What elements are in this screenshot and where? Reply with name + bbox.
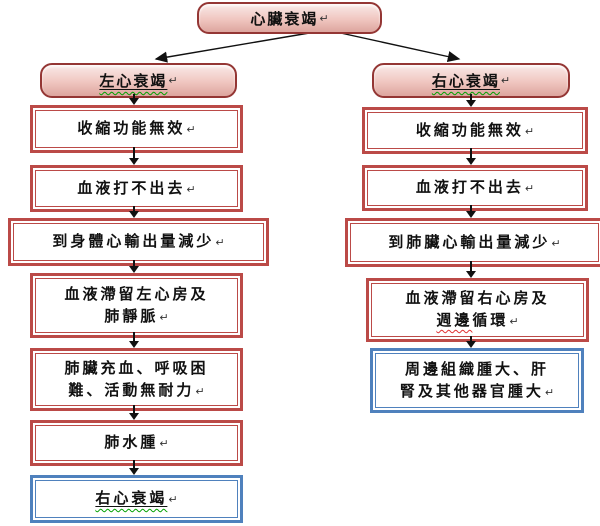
- right-branch-label: 右心衰竭: [431, 72, 500, 90]
- left-branch-label: 左心衰竭: [99, 72, 168, 90]
- left-branch-node: 左心衰竭↵: [40, 63, 237, 98]
- return-mark: ↵: [319, 11, 329, 25]
- down-arrow: [129, 94, 139, 105]
- left-step-6: 肺水腫↵: [30, 420, 243, 466]
- left-branch-underline: 左心衰竭: [99, 70, 167, 91]
- return-mark: ↵: [215, 236, 225, 249]
- down-arrow: [466, 261, 476, 278]
- step-text: 收縮功能無效: [77, 119, 186, 137]
- step-text: 血液滯留左心房及: [64, 284, 209, 303]
- root-node: 心臟衰竭↵: [197, 2, 382, 34]
- right-branch-node: 右心衰竭↵: [372, 63, 570, 98]
- return-mark: ↵: [159, 437, 169, 450]
- root-node-label: 心臟衰竭: [250, 9, 319, 28]
- down-arrow: [129, 260, 139, 273]
- left-step-7: 右心衰竭↵: [30, 475, 243, 523]
- step-text: 肺靜脈: [104, 306, 159, 325]
- right-step-2: 血液打不出去↵: [362, 165, 588, 211]
- step-text: 到身體心輸出量減少: [52, 232, 215, 250]
- down-arrow: [466, 336, 476, 348]
- left-step-1: 收縮功能無效↵: [30, 105, 243, 153]
- left-step-3: 到身體心輸出量減少↵: [8, 218, 269, 266]
- left-step-2: 血液打不出去↵: [30, 165, 243, 212]
- return-mark: ↵: [168, 74, 178, 87]
- step-text-misspell: 週邊: [436, 311, 473, 329]
- step-text: 循環: [472, 311, 509, 329]
- right-branch-underline: 右心衰竭: [432, 70, 500, 91]
- step-text: 右心衰竭: [95, 489, 168, 507]
- return-mark: ↵: [186, 182, 196, 196]
- step-text: 到肺臟心輸出量減少: [388, 232, 551, 251]
- step-text: 肺水腫: [104, 433, 159, 451]
- step-text: 血液滯留右心房及: [405, 289, 550, 307]
- step-text: 收縮功能無效: [415, 120, 524, 139]
- step-text: 難、活動無耐力: [68, 380, 195, 399]
- down-arrow: [129, 147, 139, 165]
- step-text: 周邊組織腫大、肝: [404, 359, 549, 378]
- down-arrow: [129, 460, 139, 475]
- return-mark: ↵: [195, 384, 205, 398]
- right-step-1: 收縮功能無效↵: [362, 107, 588, 154]
- step-text: 血液打不出去: [77, 178, 186, 197]
- step-text: 肺臟充血、呼吸困: [64, 358, 209, 377]
- return-mark: ↵: [544, 385, 555, 399]
- return-mark: ↵: [159, 310, 169, 324]
- down-arrow: [129, 405, 139, 420]
- step-text-underline: 右心衰竭: [95, 489, 167, 507]
- down-arrow: [466, 148, 476, 165]
- right-step-4: 血液滯留右心房及 週邊循環↵: [366, 278, 589, 342]
- down-arrow: [466, 205, 476, 218]
- right-step-5: 周邊組織腫大、肝 腎及其他器官腫大↵: [370, 348, 584, 413]
- step-text: 血液打不出去: [415, 178, 524, 196]
- return-mark: ↵: [168, 493, 178, 506]
- return-mark: ↵: [186, 123, 196, 136]
- return-mark: ↵: [500, 74, 511, 87]
- down-arrow: [129, 206, 139, 218]
- return-mark: ↵: [509, 315, 519, 328]
- right-step-3: 到肺臟心輸出量減少↵: [345, 218, 600, 267]
- step-text: 腎及其他器官腫大: [399, 381, 544, 400]
- return-mark: ↵: [551, 236, 561, 250]
- left-step-4: 血液滯留左心房及 肺靜脈↵: [30, 273, 243, 338]
- down-arrow: [466, 94, 476, 107]
- down-arrow: [129, 332, 139, 348]
- return-mark: ↵: [524, 124, 535, 138]
- return-mark: ↵: [524, 182, 535, 195]
- left-step-5: 肺臟充血、呼吸困 難、活動無耐力↵: [30, 348, 243, 411]
